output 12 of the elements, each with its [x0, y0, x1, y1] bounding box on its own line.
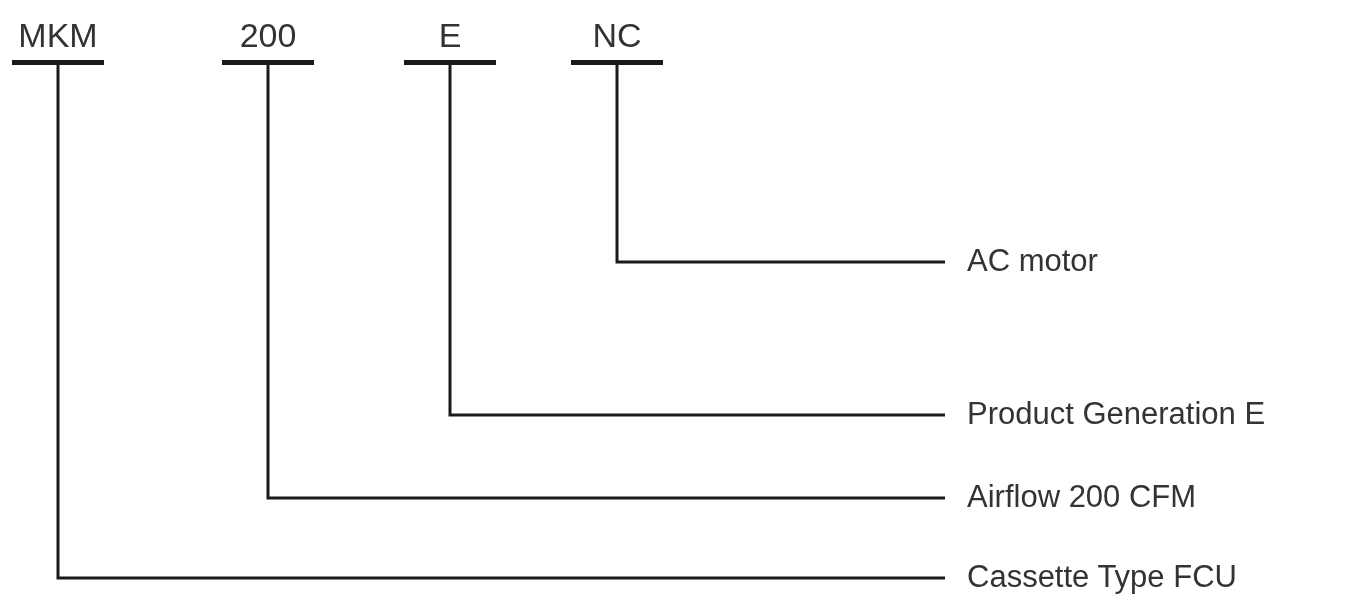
model-code-segment: MKM	[12, 10, 104, 65]
model-code-segment: 200	[222, 10, 314, 65]
leader-line	[56, 65, 945, 580]
leader-line	[266, 65, 945, 500]
leader-line	[448, 65, 945, 417]
model-code-segment: E	[404, 10, 496, 65]
code-description: Product Generation E	[945, 395, 1266, 433]
code-description: Cassette Type FCU	[945, 558, 1237, 596]
code-description: Airflow 200 CFM	[945, 478, 1197, 516]
code-description: AC motor	[945, 242, 1098, 280]
leader-line	[615, 65, 945, 264]
model-code-segment: NC	[571, 10, 663, 65]
